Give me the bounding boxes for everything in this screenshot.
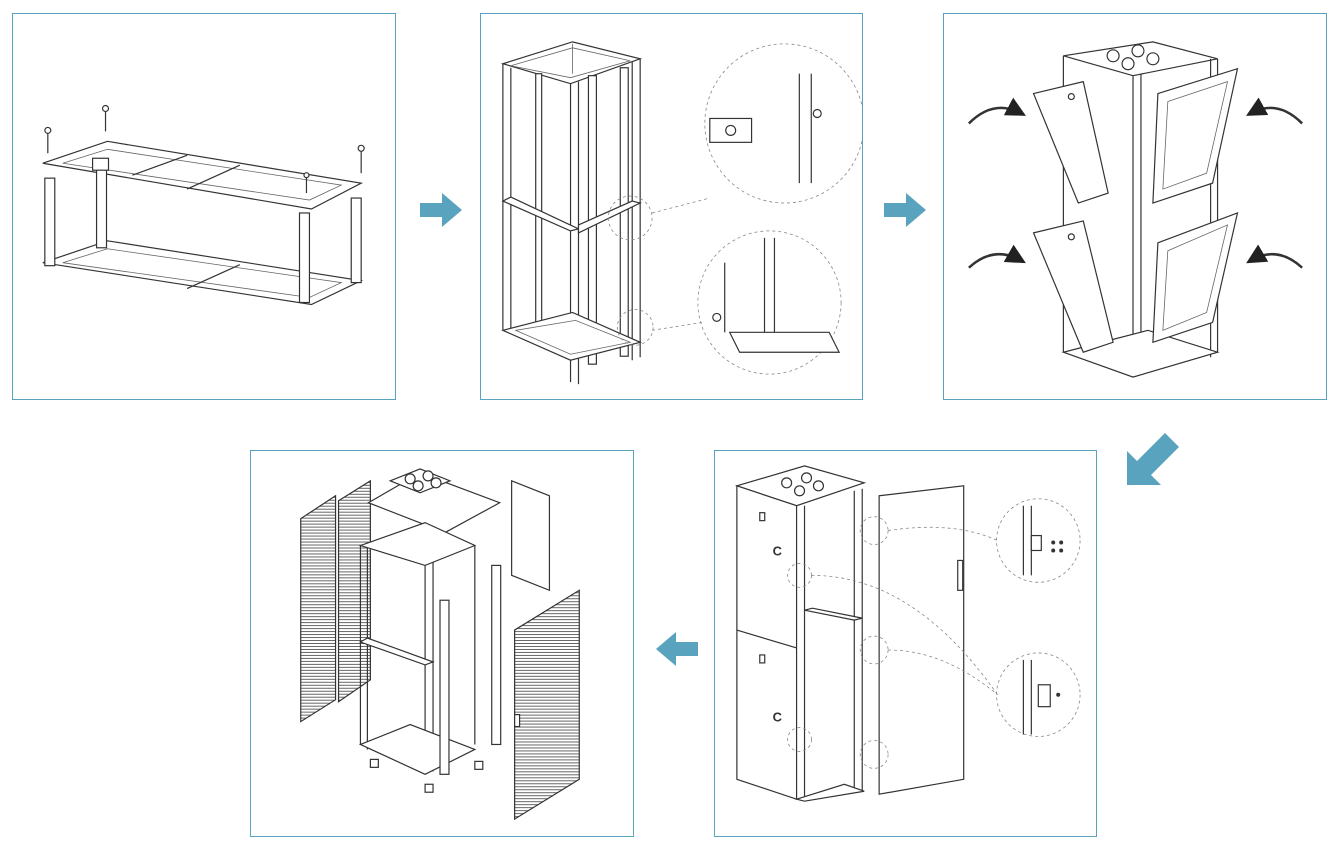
arrow-right-icon bbox=[420, 193, 462, 227]
base-frame-drawing bbox=[42, 104, 365, 306]
arrow-right-icon bbox=[884, 193, 926, 227]
step-1-panel bbox=[12, 13, 396, 400]
side-panels-drawing bbox=[967, 41, 1304, 378]
door-hinge-drawing: C C bbox=[734, 465, 1081, 802]
rotate-arrow-icon bbox=[968, 244, 1026, 269]
step-2-panel bbox=[480, 13, 863, 400]
rotate-arrow-icon bbox=[1246, 244, 1303, 269]
exploded-cabinet-drawing bbox=[300, 468, 580, 821]
callout-c-upper: C bbox=[773, 543, 782, 558]
step-5-panel bbox=[250, 450, 634, 837]
callout-c-lower: C bbox=[773, 710, 782, 725]
arrow-left-icon bbox=[656, 632, 698, 666]
upright-frame-drawing bbox=[500, 41, 862, 385]
rotate-arrow-icon bbox=[967, 97, 1026, 125]
rotate-arrow-icon bbox=[1246, 97, 1304, 125]
step-4-panel: C C bbox=[714, 450, 1097, 837]
arrow-down-left-icon bbox=[1127, 433, 1179, 485]
step-3-panel bbox=[943, 13, 1327, 400]
